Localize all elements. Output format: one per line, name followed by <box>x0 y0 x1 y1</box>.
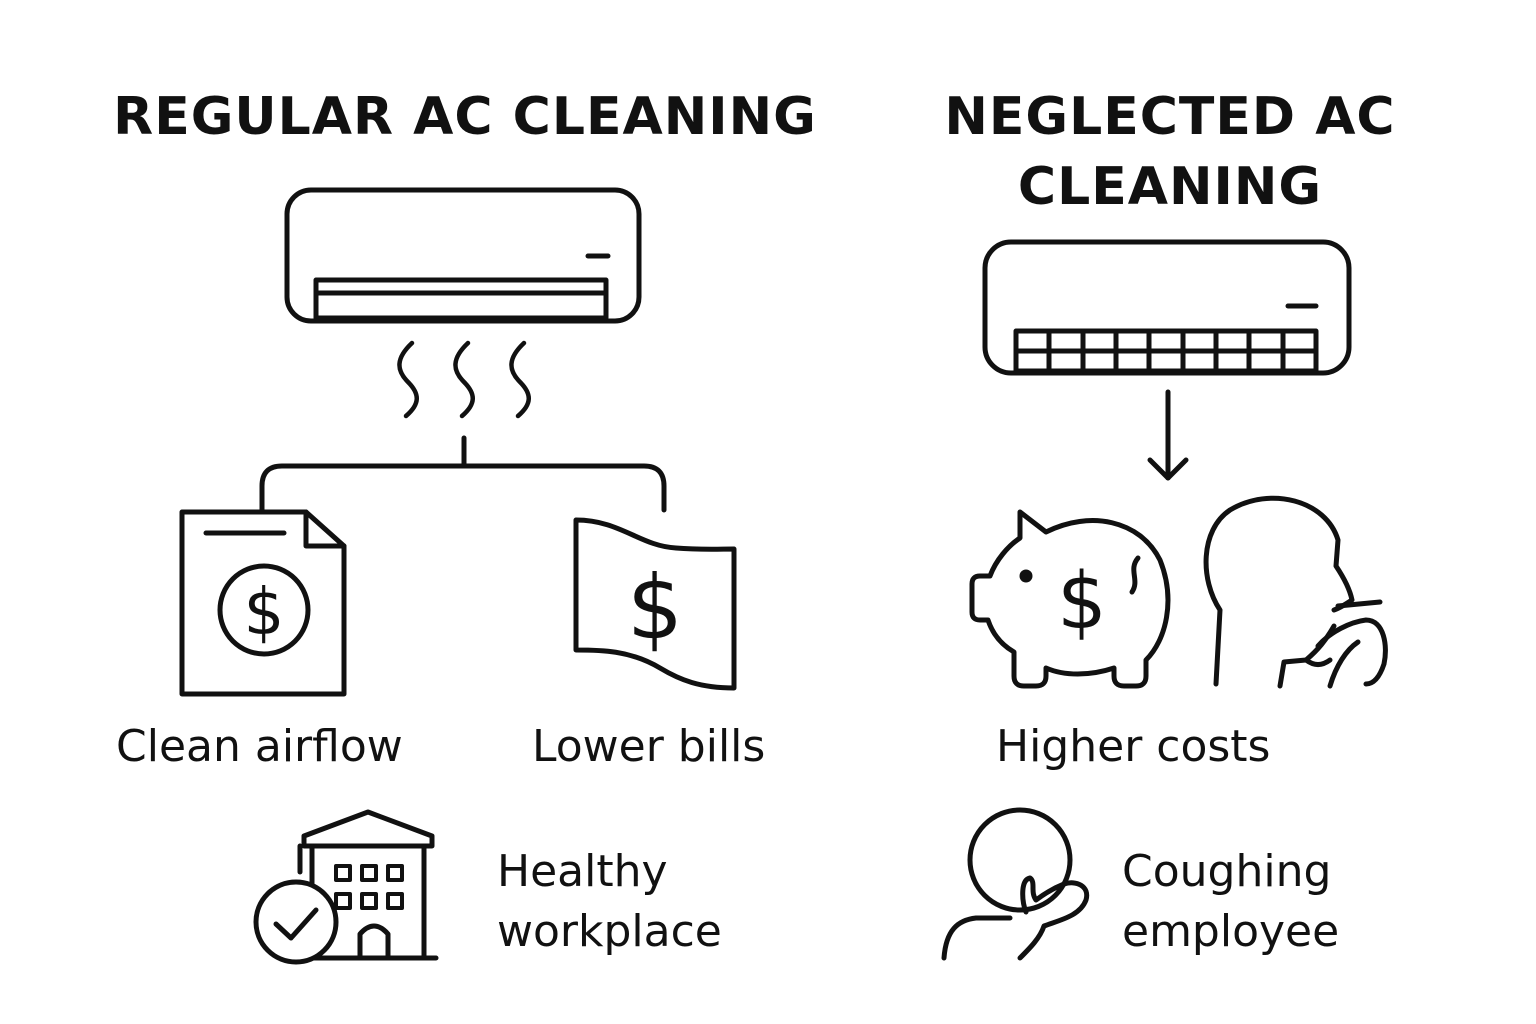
healthy-workplace-line1: Healthy <box>497 846 668 897</box>
coughing-employee-line1: Coughing <box>1122 846 1332 897</box>
lower-bills-label: Lower bills <box>532 721 766 772</box>
clean-air-conditioner-icon <box>284 187 642 324</box>
coughing-employee-label: Coughing employee <box>1122 842 1339 962</box>
clogged-air-conditioner-icon <box>982 239 1352 376</box>
clean-airflow-label: Clean airflow <box>116 721 403 772</box>
airflow-waves-icon <box>397 340 531 419</box>
coughing-employee-line2: employee <box>1122 906 1340 957</box>
branch-connector <box>259 435 667 513</box>
healthy-workplace-line2: workplace <box>497 906 722 957</box>
coughing-person-profile-icon <box>1203 495 1388 689</box>
neglected-cleaning-title: NEGLECTED AC CLEANING <box>944 87 1396 217</box>
coughing-employee-icon <box>941 807 1090 961</box>
banknote-dollar-sign: $ <box>627 556 683 659</box>
regular-cleaning-title: REGULAR AC CLEANING <box>113 87 817 147</box>
healthy-workplace-label: Healthy workplace <box>497 842 722 962</box>
down-arrow-icon <box>1147 389 1189 481</box>
piggy-dollar-sign: $ <box>1057 557 1107 647</box>
higher-costs-label: Higher costs <box>996 721 1271 772</box>
coin-dollar-sign: $ <box>244 576 285 650</box>
piggy-bank-dollar-icon <box>969 509 1171 689</box>
document-dollar-icon <box>179 509 347 697</box>
office-building-check-icon <box>253 809 439 965</box>
banknote-dollar-icon <box>573 517 737 691</box>
